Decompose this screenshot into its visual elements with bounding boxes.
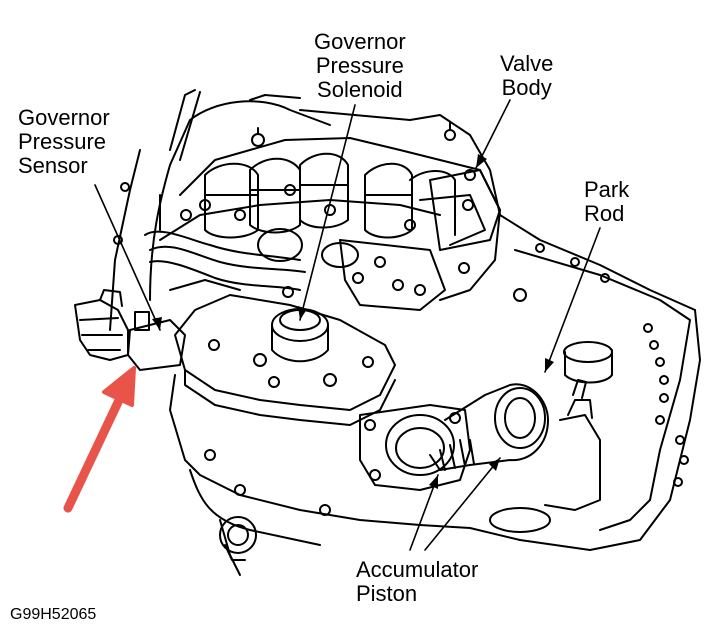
label-line: Accumulator <box>356 557 479 582</box>
wiring-harness <box>144 89 306 291</box>
label-line: Body <box>501 75 552 100</box>
label-governor-pressure-sensor: Governor Pressure Sensor <box>18 106 110 178</box>
label-line: Governor <box>314 29 406 54</box>
label-line: Solenoid <box>317 77 403 102</box>
accumulator-area <box>359 341 613 533</box>
lower-case-detail <box>219 516 257 561</box>
label-line: Valve <box>500 51 554 76</box>
valve-body-assembly <box>159 122 501 311</box>
label-accumulator-piston: Accumulator Piston <box>356 558 478 606</box>
label-valve-body: Valve Body <box>500 52 553 100</box>
label-governor-pressure-solenoid: Governor Pressure Solenoid <box>314 30 406 102</box>
label-line: Governor <box>18 105 110 130</box>
label-line: Sensor <box>18 153 88 178</box>
governor-assembly <box>74 289 396 426</box>
label-line: Pressure <box>18 129 107 154</box>
label-line: Park <box>584 177 630 202</box>
label-line: Piston <box>356 581 418 606</box>
leader-lines <box>94 99 601 551</box>
figure-code: G99H52065 <box>10 606 97 623</box>
label-line: Pressure <box>315 53 404 78</box>
label-line: Rod <box>584 201 625 226</box>
label-park-rod: Park Rod <box>584 178 629 226</box>
transmission-case <box>109 94 701 576</box>
highlight-arrow <box>63 366 136 513</box>
